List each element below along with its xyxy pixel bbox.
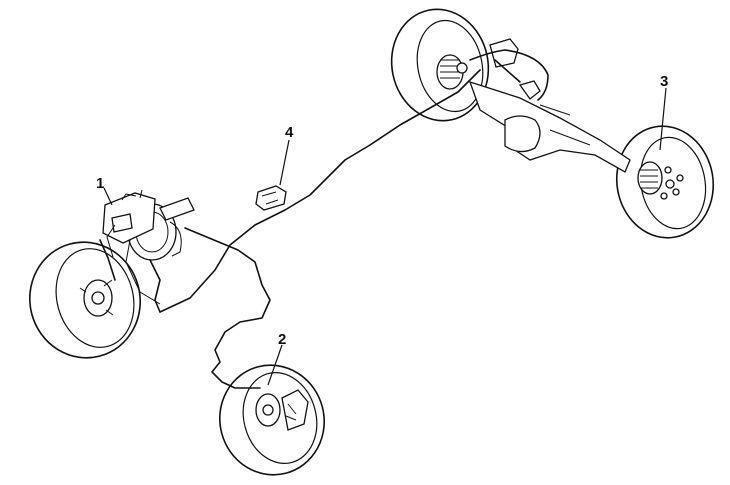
rear-left-wheel	[390, 8, 490, 122]
callout-1: 1	[96, 175, 113, 206]
front-left-wheel	[28, 241, 142, 359]
callout-2: 2	[267, 331, 286, 386]
callout-2-label: 2	[278, 331, 286, 348]
callout-4: 4	[279, 124, 294, 186]
brake-line-main	[159, 69, 481, 313]
callout-3: 3	[659, 73, 668, 151]
rear-valve-assembly	[469, 38, 549, 101]
abs-sensor-unit	[255, 185, 287, 211]
front-right-wheel	[218, 364, 326, 476]
callout-3-label: 3	[660, 73, 668, 90]
master-cylinder-booster	[102, 189, 195, 305]
callout-1-label: 1	[96, 175, 104, 192]
brake-line-front-left	[149, 259, 161, 313]
brake-lines	[99, 69, 481, 389]
rear-axle-housing	[468, 80, 631, 173]
rear-right-wheel	[615, 125, 715, 239]
brake-line-rear	[184, 227, 271, 389]
callout-4-label: 4	[285, 124, 294, 141]
